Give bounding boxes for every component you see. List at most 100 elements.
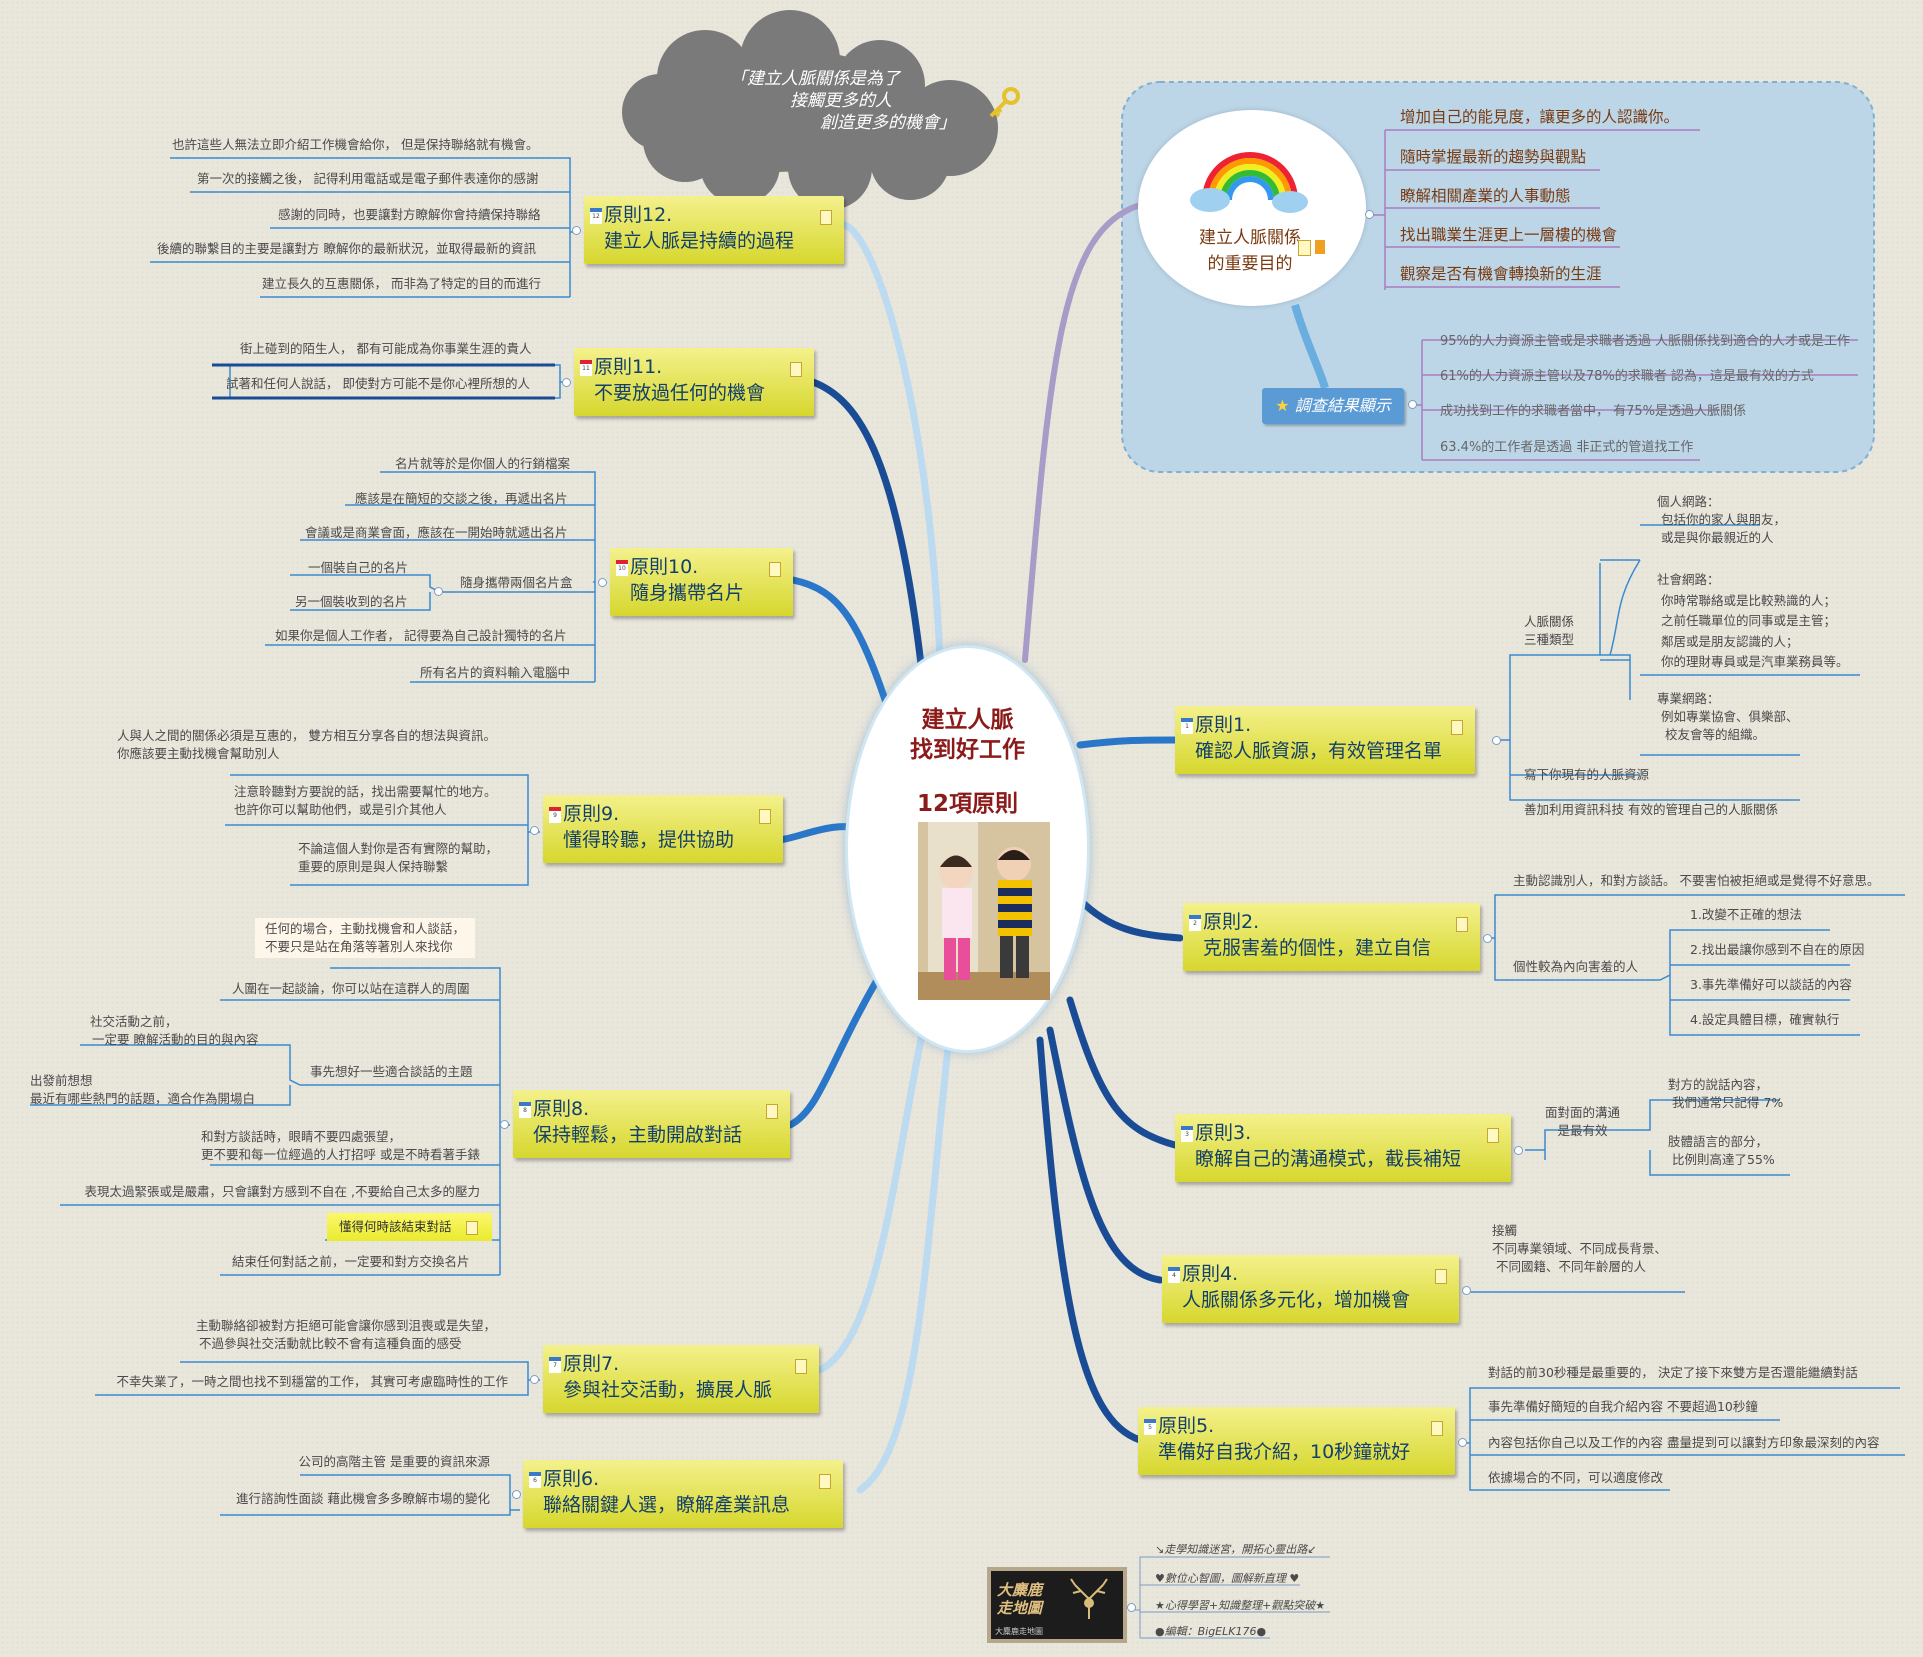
key-icon [985,86,1021,122]
p1-social-line: 你的理財專員或是汽車業務員等。 [1661,654,1849,669]
p9-contact-line-2: 重要的原則是與人保持聯繫 [298,859,449,874]
p2-proactive: 主動認識別人，和對方談話。 不要害怕被拒絕或是覺得不好意思。 [1513,873,1880,888]
survey-collapse-toggle[interactable] [1408,400,1417,409]
p11-strangers: 街上碰到的陌生人， 都有可能成為你事業生涯的貴人 [240,341,532,356]
footer-item-3: ★心得學習+知識整理+觀點突破★ [1155,1599,1326,1612]
p9-reciprocal-line-2: 你應該要主動找機會幫助別人 [117,746,280,761]
principle-1-toggle[interactable] [1492,736,1501,745]
p9-listen: 注意聆聽對方要說的話，找出需要幫忙的地方。 也許你可以幫助他們，或是引介其他人 [234,783,497,819]
priority-8-icon: 8 [519,1102,531,1118]
survey-label: 調查結果顯示 [1294,396,1391,415]
principle-9-toggle[interactable] [530,826,539,835]
principle-6-toggle[interactable] [512,1490,521,1499]
p8-end-conversation[interactable]: 懂得何時該結束對話 [327,1213,492,1241]
principle-7-node[interactable]: 7 原則7. 參與社交活動，擴展人脈 [543,1345,819,1413]
principle-6-node[interactable]: 6 原則6. 聯絡關鍵人選，瞭解產業訊息 [523,1460,843,1528]
p9-listen-line-2: 也許你可以幫助他們，或是引介其他人 [234,802,447,817]
quote-cloud: 「建立人脈關係是為了 接觸更多的人 創造更多的機會」 [720,68,1000,134]
principle-9-title: 原則9. [563,803,620,825]
quote-cloud-shape [622,10,998,210]
p8-any-line-2: 不要只是站在角落等著別人來找你 [265,939,453,954]
note-icon [1431,1421,1443,1436]
p5-item-1: 對話的前30秒種是最重要的， 決定了接下來雙方是否還能繼續對話 [1488,1365,1858,1380]
p3-content-line-1: 對方的說話內容， [1668,1077,1769,1092]
survey-item-4: 63.4%的工作者是透過 非正式的管道找工作 [1440,440,1694,455]
p1-personal-network: 個人網路： 包括你的家人與朋友， 或是與你最親近的人 [1657,493,1786,547]
principle-12-toggle[interactable] [572,226,581,235]
principle-8-node[interactable]: 8 原則8. 保持輕鬆，主動開啟對話 [513,1090,790,1158]
principle-2-toggle[interactable] [1483,934,1492,943]
p8-hot-topics: 出發前想想 最近有哪些熱門的話題，適合作為開場白 [30,1072,255,1108]
principle-1-desc: 確認人脈資源，有效管理名單 [1195,740,1443,762]
p8-eye-contact: 和對方談話時，眼睛不要四處張望， 更不要和每一位經過的人打招呼 或是不時看著手錶 [201,1128,480,1164]
principle-1-node[interactable]: 1 原則1. 確認人脈資源，有效管理名單 [1175,706,1475,774]
principle-4-node[interactable]: 4 原則4. 人脈關係多元化，增加機會 [1162,1255,1459,1323]
principle-8-title: 原則8. [533,1098,590,1120]
central-title-line-2: 找到好工作 [910,737,1025,763]
note-icon [1451,720,1463,735]
survey-item-2: 61%的人力資源主管以及78%的求職者 認為，這是最有效的方式 [1440,369,1814,384]
principle-10-toggle[interactable] [598,578,607,587]
p10-design: 如果你是個人工作者， 記得要為自己設計獨特的名片 [275,628,567,643]
principle-5-toggle[interactable] [1458,1438,1467,1447]
note-icon [820,210,832,225]
p1-social-line: 你時常聯絡或是比較熟識的人； [1661,592,1837,608]
p8-eye-line-2: 更不要和每一位經過的人打招呼 或是不時看著手錶 [201,1147,480,1162]
principle-12-node[interactable]: 12 原則12. 建立人脈是持續的過程 [584,196,844,264]
principle-11-toggle[interactable] [562,378,571,387]
principle-10-desc: 隨身攜帶名片 [630,582,745,604]
p2-step-2: 2.找出最讓你感到不自在的原因 [1690,942,1865,957]
p5-item-2: 事先準備好簡短的自我介紹內容 不要超過10秒鐘 [1488,1399,1758,1414]
flag-icon [1315,240,1325,254]
note-icon [1435,1269,1447,1284]
p1-types-label: 人脈關係 三種類型 [1524,613,1574,649]
principle-10-node[interactable]: 10 原則10. 隨身攜帶名片 [610,548,793,616]
logo-line-1: 大麋鹿 [997,1581,1043,1599]
p9-reciprocal: 人與人之間的關係必須是互惠的， 雙方相互分享各自的想法與資訊。 你應該要主動找機… [117,727,496,763]
p10-box-own: 一個裝自己的名片 [308,560,409,575]
p12-item-3: 感謝的同時，也要讓對方瞭解你會持續保持聯絡 [278,207,541,222]
purpose-title-line-2: 的重要目的 [1207,254,1293,274]
footer-item-4: ●編輯：BigELK176● [1155,1625,1267,1638]
purpose-item-5: 觀察是否有機會轉換新的生涯 [1400,265,1602,283]
p2-step-3: 3.事先準備好可以談話的內容 [1690,977,1852,992]
p6-item-1: 公司的高階主管 是重要的資訊來源 [298,1454,490,1469]
footer-item-2: ♥數位心智圖，圖解新直理 ♥ [1155,1572,1300,1585]
principle-8-desc: 保持輕鬆，主動開啟對話 [533,1124,743,1146]
footer-item-1: ↘走學知識迷宮，開拓心靈出路↙ [1155,1543,1317,1556]
principle-11-node[interactable]: 11 原則11. 不要放過任何的機會 [574,348,814,416]
p10-boxes-toggle[interactable] [434,587,443,596]
purpose-collapse-toggle[interactable] [1365,210,1374,219]
p1-professional-line: 例如專業協會、俱樂部、 [1661,709,1799,724]
purpose-circle[interactable] [1138,110,1366,306]
logo-caption: 大麋鹿走地圖 [995,1627,1043,1636]
principle-5-node[interactable]: 5 原則5. 準備好自我介紹，10秒鐘就好 [1138,1407,1455,1475]
principle-11-title: 原則11. [594,356,663,378]
p8-before-line-1: 出發前想想 [30,1073,93,1088]
p1-professional-network: 專業網路： 例如專業協會、俱樂部、 校友會等的組織。 [1657,690,1799,744]
principle-8-toggle[interactable] [500,1120,509,1129]
survey-topic[interactable]: ★ 調查結果顯示 [1262,388,1404,424]
p3-f2f-line-2: 是最有效 [1557,1123,1608,1138]
priority-5-icon: 5 [1144,1419,1156,1435]
p3-content-line-2: 我們通常只記得 7% [1672,1095,1784,1110]
principle-4-desc: 人脈關係多元化，增加機會 [1182,1289,1411,1311]
principle-3-title: 原則3. [1195,1122,1252,1144]
central-title: 建立人脈 找到好工作 12項原則 [860,705,1075,819]
p1-types-label-1: 人脈關係 [1524,614,1575,629]
p9-listen-line-1: 注意聆聽對方要說的話，找出需要幫忙的地方。 [234,784,497,799]
priority-9-icon: 9 [549,807,561,823]
principle-9-node[interactable]: 9 原則9. 懂得聆聽，提供協助 [543,795,783,863]
logo-text: 大麋鹿 走地圖 [997,1581,1042,1617]
p10-input: 所有名片的資料輸入電腦中 [420,665,571,680]
footer-toggle[interactable] [1127,1603,1136,1612]
principle-3-toggle[interactable] [1514,1146,1523,1155]
principle-4-toggle[interactable] [1462,1286,1471,1295]
purpose-item-2: 隨時掌握最新的趨勢與觀點 [1400,148,1587,166]
note-icon [790,362,802,377]
principle-2-node[interactable]: 2 原則2. 克服害羞的個性，建立自信 [1183,903,1480,971]
principle-3-node[interactable]: 3 原則3. 瞭解自己的溝通模式，截長補短 [1175,1114,1511,1182]
principle-7-toggle[interactable] [530,1375,539,1384]
principle-12-desc: 建立人脈是持續的過程 [604,230,795,252]
